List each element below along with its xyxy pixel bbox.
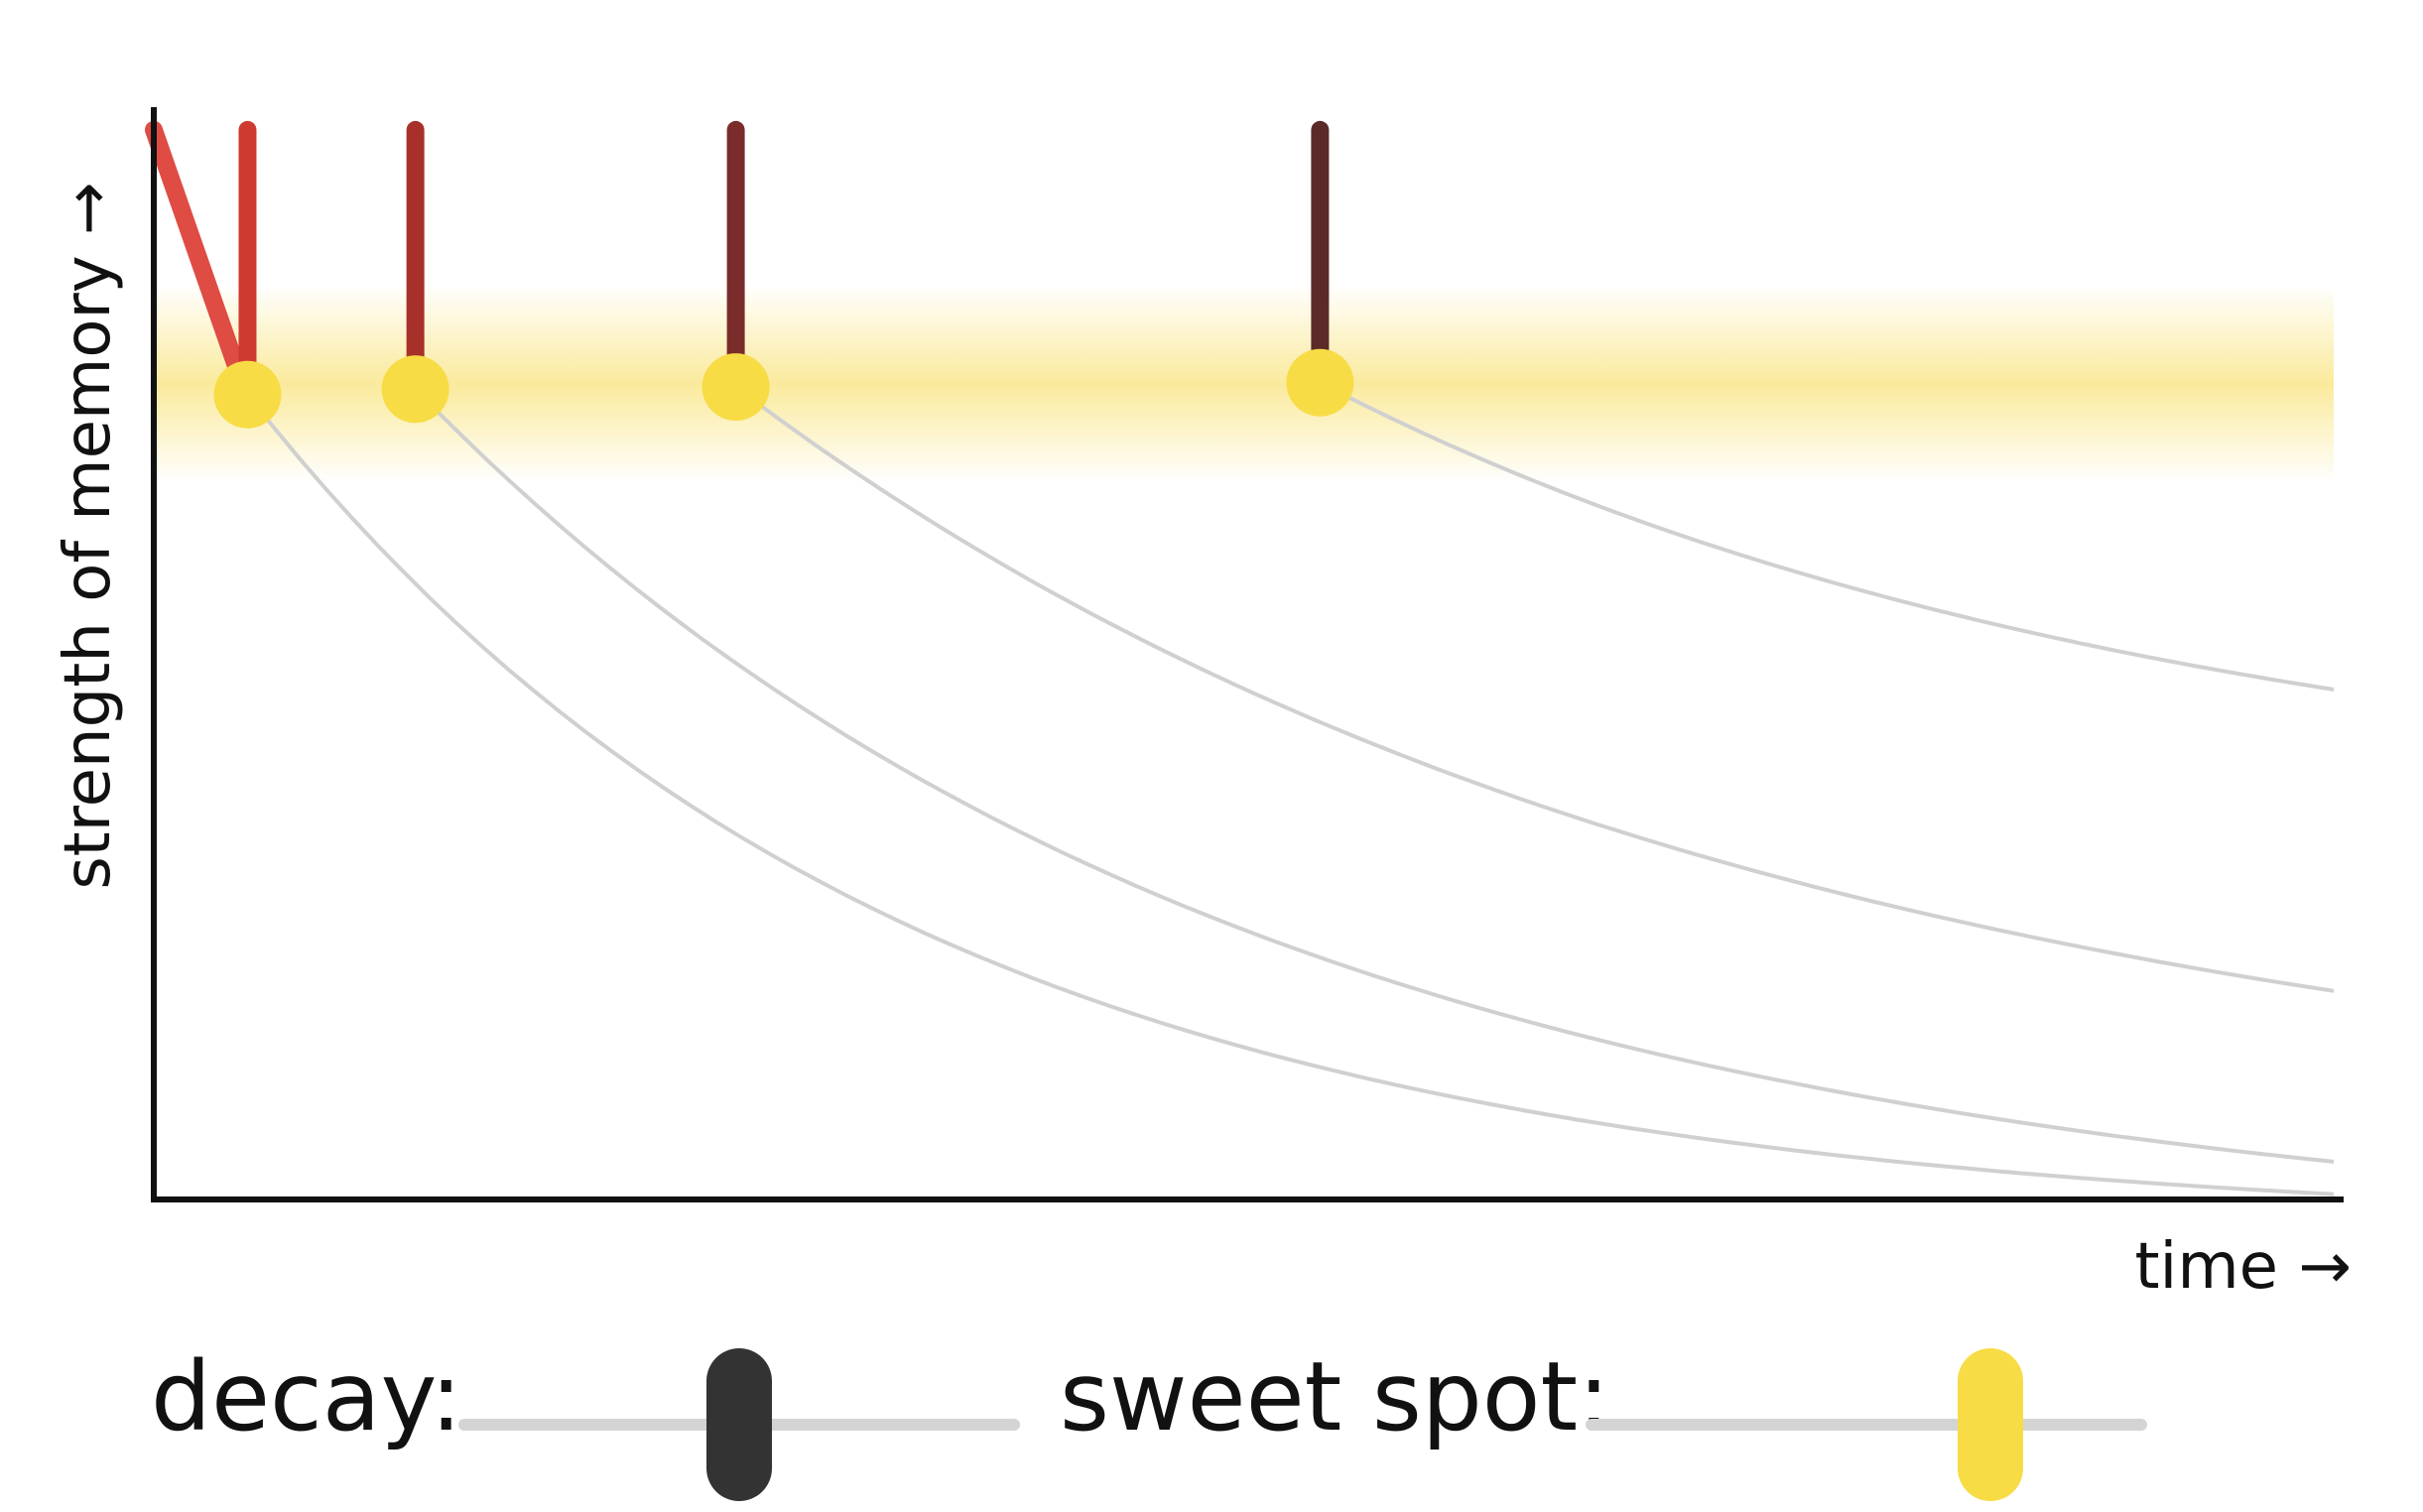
y-axis-label: strength of memory → [52, 182, 125, 889]
forgetting-curve-1 [245, 393, 2335, 1197]
x-axis-label: time → [2134, 1230, 2352, 1304]
forgetting-curve-4 [1319, 380, 2335, 692]
forgetting-curve-3 [734, 385, 2335, 993]
sweet-spot-slider-track[interactable] [1586, 1419, 2147, 1431]
decay-label: decay: [151, 1341, 462, 1452]
sweet-spot-band [154, 284, 2334, 483]
review-point-1 [213, 360, 282, 429]
review-point-3 [701, 353, 770, 422]
memory-segment-1 [145, 120, 246, 377]
controls-bar: decay: sweet spot: [0, 1310, 2423, 1508]
decay-slider-thumb[interactable] [706, 1348, 772, 1501]
forgetting-curve-2 [414, 387, 2335, 1164]
forgetting-curves [245, 380, 2335, 1197]
review-point-4 [1286, 348, 1354, 417]
memory-strength-series [145, 120, 1330, 404]
sweet-spot-label: sweet spot: [1060, 1341, 1610, 1452]
review-points [213, 348, 1354, 429]
sweet-spot-slider-thumb[interactable] [1957, 1348, 2023, 1501]
review-point-2 [381, 355, 449, 424]
